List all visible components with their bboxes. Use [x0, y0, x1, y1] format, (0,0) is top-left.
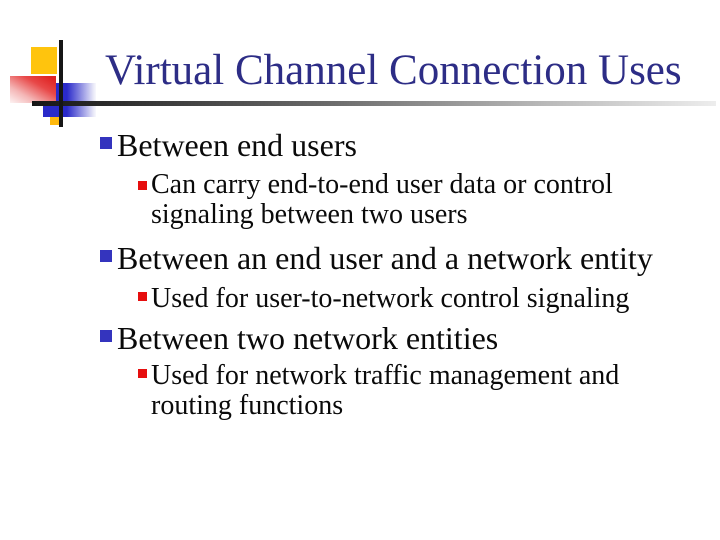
level2-bullet-icon [138, 369, 147, 378]
slide-title: Virtual Channel Connection Uses [105, 47, 682, 94]
level2-bullet-text: Used for network traffic management and … [151, 361, 691, 421]
level1-bullet-text: Between an end user and a network entity [117, 240, 653, 276]
level2-text-line: Used for user-to-network control signali… [151, 283, 630, 314]
level1-bullet-icon [100, 137, 112, 149]
decoration-vertical-line [59, 40, 63, 127]
level2-text-line: signaling between two users [151, 199, 468, 230]
level2-text-line: Used for network traffic management and [151, 360, 620, 391]
level1-bullet-icon [100, 330, 112, 342]
title-underline-rule [32, 101, 716, 106]
decoration-yellow-sliver [50, 117, 63, 125]
level1-bullet-icon [100, 250, 112, 262]
level2-bullet-text: Used for user-to-network control signali… [151, 284, 691, 314]
level1-bullet-text: Between end users [117, 127, 357, 163]
decoration-red-square [10, 76, 56, 103]
level2-bullet-text: Can carry end-to-end user data or contro… [151, 170, 691, 230]
level2-bullet-icon [138, 181, 147, 190]
level2-text-line: Can carry end-to-end user data or contro… [151, 169, 613, 200]
level2-bullet-icon [138, 292, 147, 301]
level2-text-line: routing functions [151, 390, 344, 421]
decoration-yellow-square [31, 47, 57, 74]
level1-bullet-text: Between two network entities [117, 320, 499, 356]
